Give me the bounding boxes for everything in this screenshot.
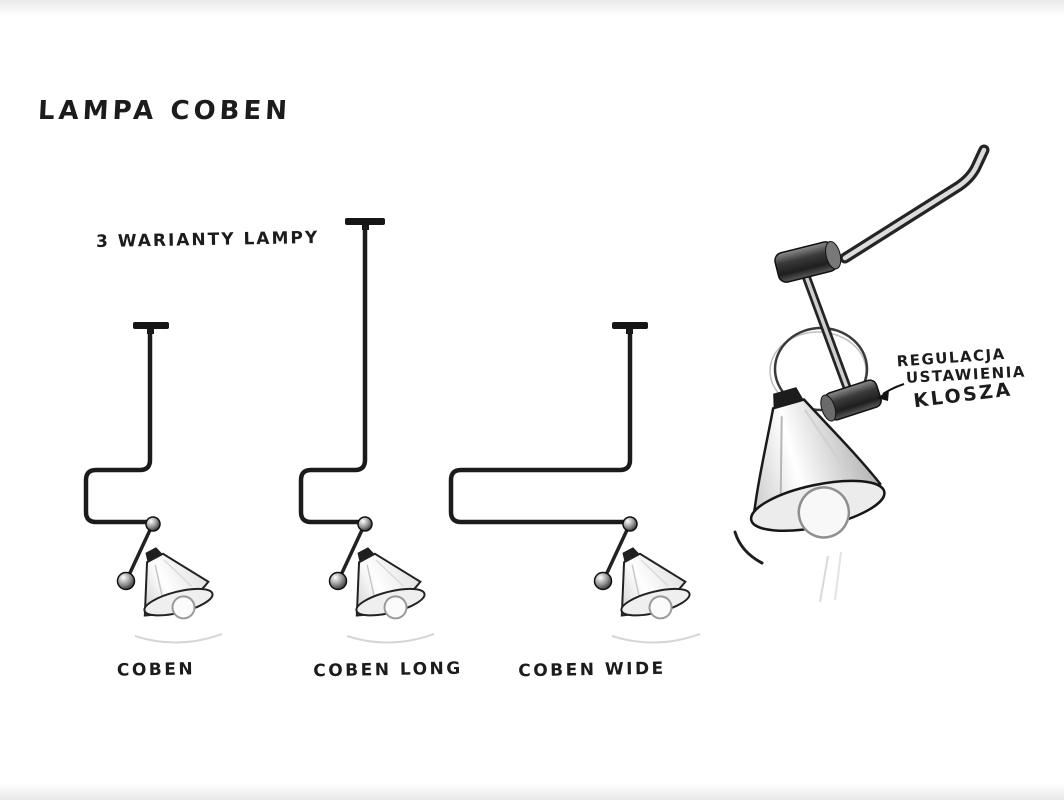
variant-label-coben-long: COBEN LONG — [313, 658, 463, 682]
shade-adjustment-knob — [820, 379, 882, 422]
shade-adjustment-annotation: REGULACJA USTAWIENIA KLOSZA — [896, 344, 1028, 412]
variant-label-coben: COBEN — [116, 659, 196, 681]
page-title: LAMPA COBEN — [37, 96, 292, 126]
coben-wide-lamp-sketch — [448, 322, 701, 644]
upper-pivot-cylinder — [774, 241, 842, 283]
lamp-head-detail-sketch — [733, 144, 990, 603]
lamp-shade-detail — [749, 387, 886, 539]
coben-long-lamp-sketch — [298, 218, 435, 644]
annotation-arrow-icon — [877, 383, 905, 401]
coben-lamp-sketch — [83, 322, 223, 644]
variants-subtitle: 3 WARIANTY LAMPY — [95, 228, 320, 252]
variant-label-coben-wide: COBEN WIDE — [518, 658, 666, 682]
